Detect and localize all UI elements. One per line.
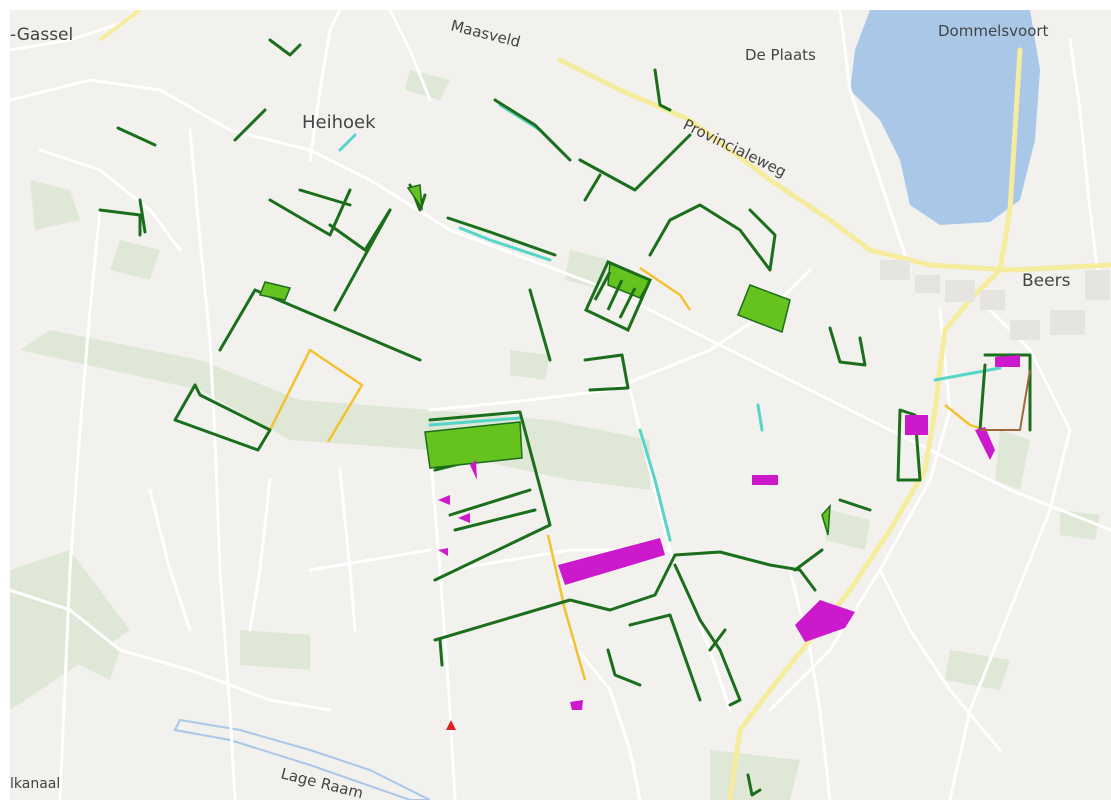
map-canvas[interactable]: -Gassel Heihoek Maasveld Provincialeweg …	[10, 10, 1111, 800]
farmland-patch	[405, 70, 450, 100]
label-dommelsvoort: Dommelsvoort	[938, 22, 1049, 40]
farmland-patch	[30, 180, 80, 230]
label-kanaal: lkanaal	[10, 776, 60, 792]
farmland-patch	[945, 650, 1010, 690]
light-green-fields	[258, 184, 831, 536]
parcel-magenta	[558, 538, 665, 585]
field-green	[406, 184, 423, 211]
parcel-grid	[584, 260, 652, 333]
map-view[interactable]: -Gassel Heihoek Maasveld Provincialeweg …	[10, 10, 1111, 800]
label-beers: Beers	[1022, 271, 1071, 291]
parcel-magenta	[975, 427, 995, 460]
parcel-magenta	[458, 513, 470, 523]
parcel-magenta	[905, 415, 928, 435]
field-large-green	[424, 421, 523, 469]
ditch-network	[98, 38, 1032, 797]
lake-dommelsvoort	[850, 10, 1040, 225]
provincial-roads	[557, 47, 1111, 800]
farmland-patch	[825, 510, 870, 550]
boundary-line	[980, 369, 1031, 431]
label-heihoek: Heihoek	[302, 112, 376, 133]
yellow-routes	[268, 266, 986, 681]
red-marker	[446, 720, 456, 730]
parcel-magenta	[752, 475, 778, 485]
parcel-magenta	[570, 700, 583, 710]
label-gassel: -Gassel	[10, 25, 73, 45]
parcel-magenta	[470, 460, 477, 480]
farmland-patch	[240, 630, 310, 670]
magenta-parcels	[438, 355, 1020, 710]
canal-water	[173, 718, 431, 800]
farmland-patch	[110, 240, 160, 280]
field-green	[821, 503, 831, 536]
parcel-magenta	[795, 600, 855, 642]
farmland-patch	[995, 430, 1030, 490]
parcel-magenta	[438, 548, 448, 556]
field-green	[258, 281, 292, 301]
gassel-road	[98, 10, 142, 42]
farmland-patch	[510, 350, 550, 380]
town-beers-blocks	[880, 260, 1110, 340]
label-de-plaats: De Plaats	[745, 46, 816, 64]
parcel-magenta	[995, 355, 1020, 367]
field-green	[737, 284, 791, 334]
farmland-patch	[1060, 510, 1100, 540]
parcel-magenta	[438, 495, 450, 505]
